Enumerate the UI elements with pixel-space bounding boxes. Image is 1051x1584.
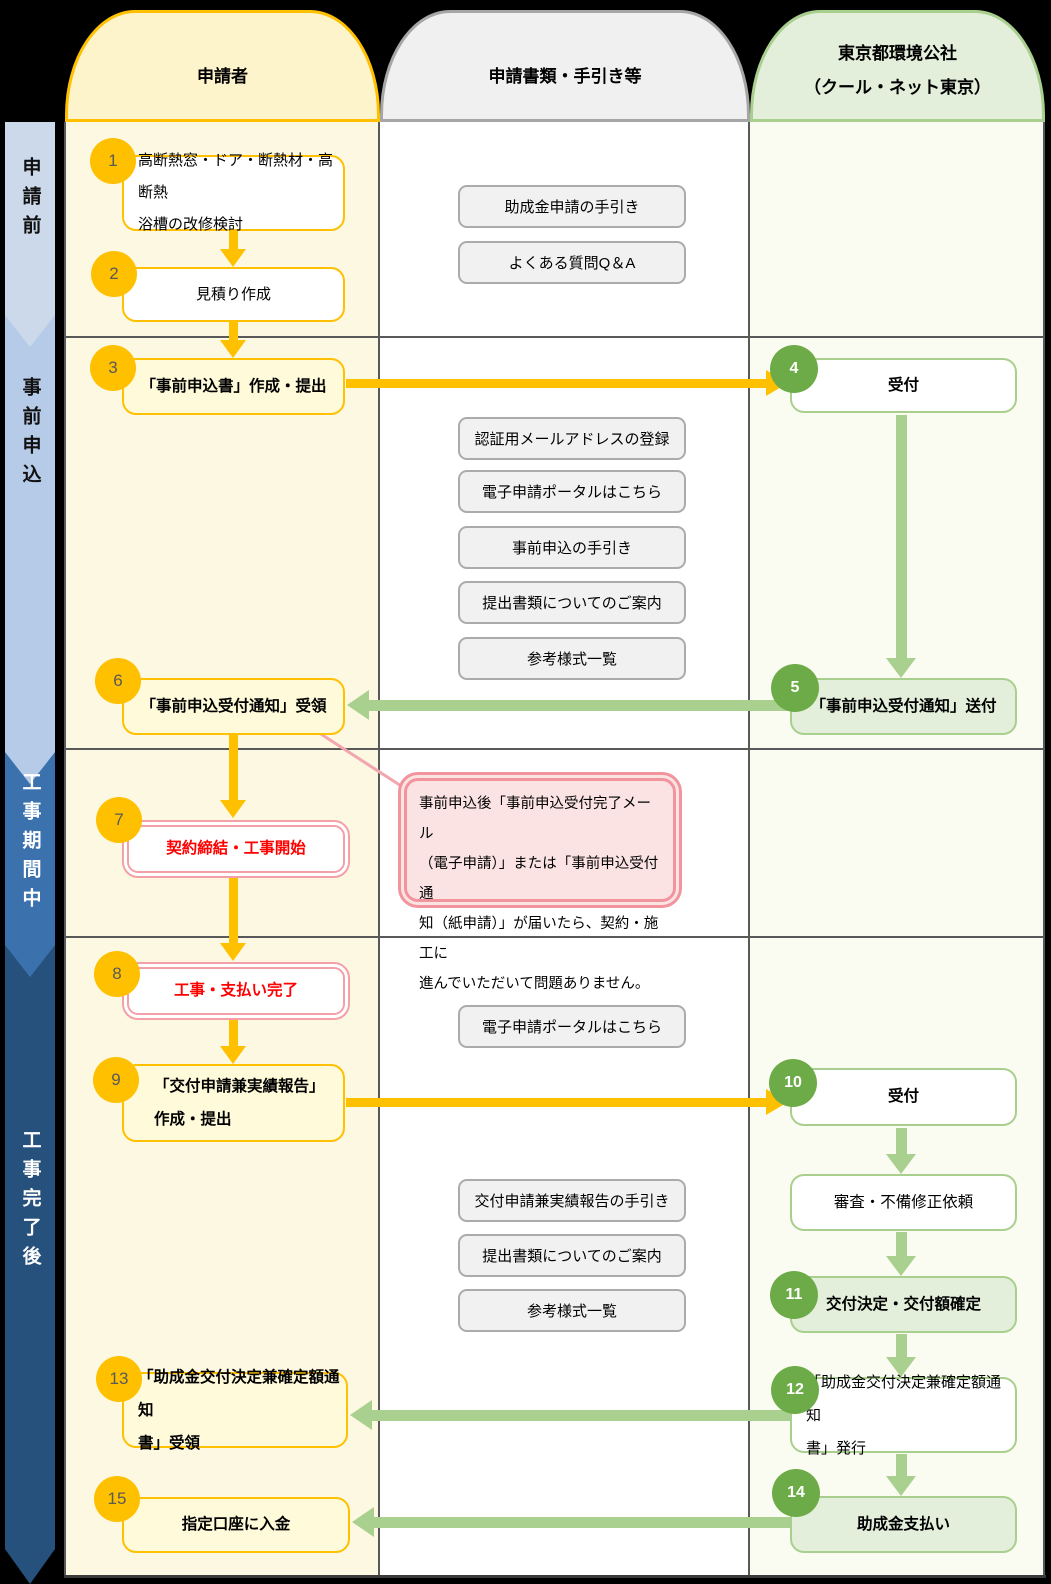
column-header-agency-line1: 東京都環境公社: [838, 44, 957, 63]
step-13-box: 「助成金交付決定兼確定額通知 書」受領: [122, 1369, 348, 1452]
arrow-step4-to-step5-shaft: [896, 415, 907, 658]
step-10-number-badge: 10: [769, 1059, 817, 1107]
section-divider-pre-application: [65, 336, 1045, 338]
step-4-number-badge: 4: [770, 345, 818, 393]
step-7-number-badge: 7: [96, 797, 142, 843]
column-divider-docs-agency: [748, 122, 750, 1577]
arrow-step11-to-step12-head: [886, 1357, 916, 1377]
review-box: 審査・不備修正依頼: [790, 1174, 1017, 1231]
table-left-border: [64, 122, 66, 1577]
arrow-step6-to-step7-shaft: [229, 734, 238, 801]
arrow-step6-to-step7-head: [220, 800, 246, 818]
step-12-box: 「助成金交付決定兼確定額通知 書」発行: [790, 1374, 1017, 1457]
phase-label-after-construction: 工事完了後: [19, 1130, 41, 1275]
step-14-box: 助成金支払い: [790, 1496, 1017, 1553]
arrow-step2-to-step3-shaft: [229, 322, 238, 341]
doc-faq[interactable]: よくある質問Q＆A: [458, 241, 686, 284]
phase-label-pre-application: 申請前: [19, 157, 41, 244]
arrow-step12-to-step13-shaft: [372, 1410, 790, 1421]
section-divider-pre-entry: [65, 748, 1045, 750]
step-4-box: 受付: [790, 358, 1017, 413]
arrow-step1-to-step2-head: [220, 249, 246, 267]
step-13-number-badge: 13: [96, 1356, 142, 1402]
step-12-number-badge: 12: [771, 1366, 819, 1414]
step-2-number-badge: 2: [91, 251, 137, 297]
arrow-step7-to-step8-head: [220, 943, 246, 961]
step-3-number-badge: 3: [90, 345, 136, 391]
doc-reference-forms-list-2[interactable]: 参考様式一覧: [458, 1289, 686, 1332]
phase-band-during-construction: [5, 752, 55, 977]
arrow-step5-to-step6-shaft: [369, 700, 790, 711]
note-box: 事前申込後「事前申込受付完了メール （電子申請）」または「事前申込受付通 知（紙…: [398, 772, 682, 992]
step-11-number-badge: 11: [770, 1271, 818, 1319]
column-header-applicant: 申請者: [65, 10, 380, 122]
column-divider-applicant-docs: [378, 122, 380, 1577]
step-2-box: 見積り作成: [122, 267, 345, 322]
step-1-box: 高断熱窓・ドア・断熱材・高断熱 浴槽の改修検討: [122, 152, 345, 233]
phase-band-pre-application: [5, 122, 55, 347]
step-5-number-badge: 5: [771, 664, 819, 712]
phase-band-after-construction: [5, 945, 55, 1584]
doc-subsidy-application-guide[interactable]: 助成金申請の手引き: [458, 185, 686, 228]
arrow-step1-to-step2-shaft: [229, 230, 238, 250]
step-5-box: 「事前申込受付通知」送付: [790, 678, 1017, 735]
arrow-step14-to-step15-shaft: [374, 1517, 790, 1528]
doc-submission-documents-info-2[interactable]: 提出書類についてのご案内: [458, 1234, 686, 1277]
step-9-number-badge: 9: [93, 1057, 139, 1103]
arrow-step11-to-step12-shaft: [896, 1334, 907, 1358]
step-11-box: 交付決定・交付額確定: [790, 1276, 1017, 1333]
arrow-step8-to-step9-shaft: [229, 1020, 238, 1047]
arrow-step4-to-step5-head: [886, 658, 916, 678]
step-14-number-badge: 14: [772, 1469, 820, 1517]
arrow-review-to-step11-head: [886, 1256, 916, 1276]
step-10-box: 受付: [790, 1068, 1017, 1126]
arrow-review-to-step11-shaft: [896, 1232, 907, 1257]
arrow-step7-to-step8-shaft: [229, 878, 238, 944]
step-9-box: 「交付申請兼実績報告」 作成・提出: [122, 1064, 345, 1142]
step-7-box: 契約締結・工事開始: [122, 820, 350, 878]
step-1-number-badge: 1: [90, 138, 136, 184]
arrow-step8-to-step9-head: [220, 1046, 246, 1064]
arrow-step3-to-step4-shaft: [346, 379, 767, 388]
arrow-step12-to-step13-head: [350, 1400, 372, 1430]
step-6-number-badge: 6: [95, 658, 141, 704]
column-header-applicant-label: 申請者: [197, 66, 248, 86]
phase-label-during-construction: 工事期間中: [19, 772, 41, 917]
arrow-step12-to-step14-shaft: [896, 1454, 907, 1477]
doc-pre-entry-guide[interactable]: 事前申込の手引き: [458, 526, 686, 569]
doc-eportal-link-1[interactable]: 電子申請ポータルはこちら: [458, 470, 686, 513]
doc-submission-documents-info-1[interactable]: 提出書類についてのご案内: [458, 581, 686, 624]
step-6-box: 「事前申込受付通知」受領: [122, 678, 345, 735]
step-15-number-badge: 15: [94, 1476, 140, 1522]
arrow-step10-to-review-shaft: [896, 1128, 907, 1155]
phase-label-pre-entry: 事前申込: [19, 377, 41, 493]
doc-reference-forms-list-1[interactable]: 参考様式一覧: [458, 637, 686, 680]
table-right-border: [1043, 122, 1045, 1577]
step-15-box: 指定口座に入金: [122, 1497, 350, 1553]
column-header-documents-label: 申請書類・手引き等: [488, 66, 642, 86]
arrow-step12-to-step14-head: [886, 1476, 916, 1496]
arrow-step10-to-review-head: [886, 1154, 916, 1174]
table-bottom-border: [64, 1575, 1046, 1578]
column-header-agency-line2: （クール・ネット東京）: [804, 78, 991, 97]
doc-eportal-link-2[interactable]: 電子申請ポータルはこちら: [458, 1005, 686, 1048]
doc-auth-email-registration[interactable]: 認証用メールアドレスの登録: [458, 417, 686, 460]
arrow-step5-to-step6-head: [347, 690, 369, 720]
step-8-number-badge: 8: [94, 951, 140, 997]
phase-band-pre-entry: [5, 315, 55, 784]
step-3-box: 「事前申込書」作成・提出: [122, 358, 345, 415]
arrow-step2-to-step3-head: [220, 340, 246, 358]
arrow-step14-to-step15-head: [352, 1507, 374, 1537]
arrow-step9-to-step10-shaft: [346, 1098, 767, 1107]
step-8-box: 工事・支払い完了: [122, 962, 350, 1020]
doc-grant-report-guide[interactable]: 交付申請兼実績報告の手引き: [458, 1179, 686, 1222]
section-divider-construction: [65, 936, 1045, 938]
column-header-agency: 東京都環境公社 （クール・ネット東京）: [750, 10, 1045, 122]
